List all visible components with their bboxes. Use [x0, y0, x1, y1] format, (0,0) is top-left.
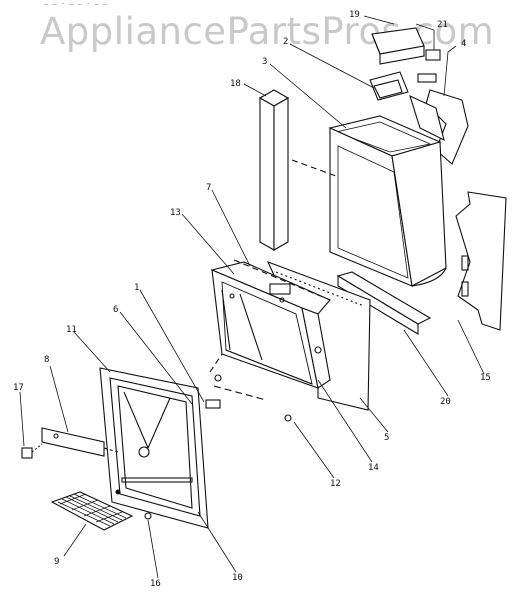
callout-18: 18 — [230, 79, 241, 89]
part-21-clip — [417, 49, 441, 83]
callout-4: 4 — [461, 39, 466, 49]
callout-8: 8 — [44, 355, 49, 365]
part-11-door — [99, 367, 209, 529]
part-3-housing — [328, 115, 447, 287]
callout-15: 15 — [480, 373, 491, 383]
callout-13: 13 — [170, 208, 181, 218]
callout-3: 3 — [262, 57, 267, 67]
callout-11: 11 — [66, 325, 77, 335]
header-note: — — · — — · — — — [44, 0, 108, 8]
callout-5: 5 — [384, 433, 389, 443]
callout-21: 21 — [437, 20, 448, 30]
callout-20: 20 — [440, 397, 451, 407]
callout-17: 17 — [13, 383, 24, 393]
callout-labels: 19 21 2 4 3 18 7 13 1 6 11 8 17 15 20 5 … — [13, 10, 491, 589]
part-15-side-panel — [455, 191, 507, 331]
part-16-screw — [144, 512, 152, 520]
part-18-duct — [258, 89, 337, 251]
part-20-bar — [336, 271, 432, 335]
callout-12: 12 — [330, 479, 341, 489]
callout-14: 14 — [368, 463, 379, 473]
part-17-clip — [21, 443, 43, 459]
callout-2: 2 — [283, 37, 288, 47]
part-19-block — [371, 27, 425, 65]
callout-16: 16 — [150, 579, 161, 589]
part-9-grille — [50, 491, 134, 531]
callout-7: 7 — [206, 183, 211, 193]
callout-9: 9 — [54, 557, 59, 567]
part-12-screw — [284, 414, 292, 422]
part-13-frame — [210, 259, 331, 389]
part-4-bracket — [409, 89, 469, 165]
leader-lines — [19, 15, 485, 579]
part-8-strip — [41, 427, 119, 457]
callout-19: 19 — [349, 10, 360, 20]
callout-6: 6 — [113, 305, 118, 315]
part-1-screw — [205, 374, 222, 409]
callout-10: 10 — [232, 573, 243, 583]
part-2-tray — [369, 71, 409, 101]
callout-1: 1 — [134, 283, 139, 293]
